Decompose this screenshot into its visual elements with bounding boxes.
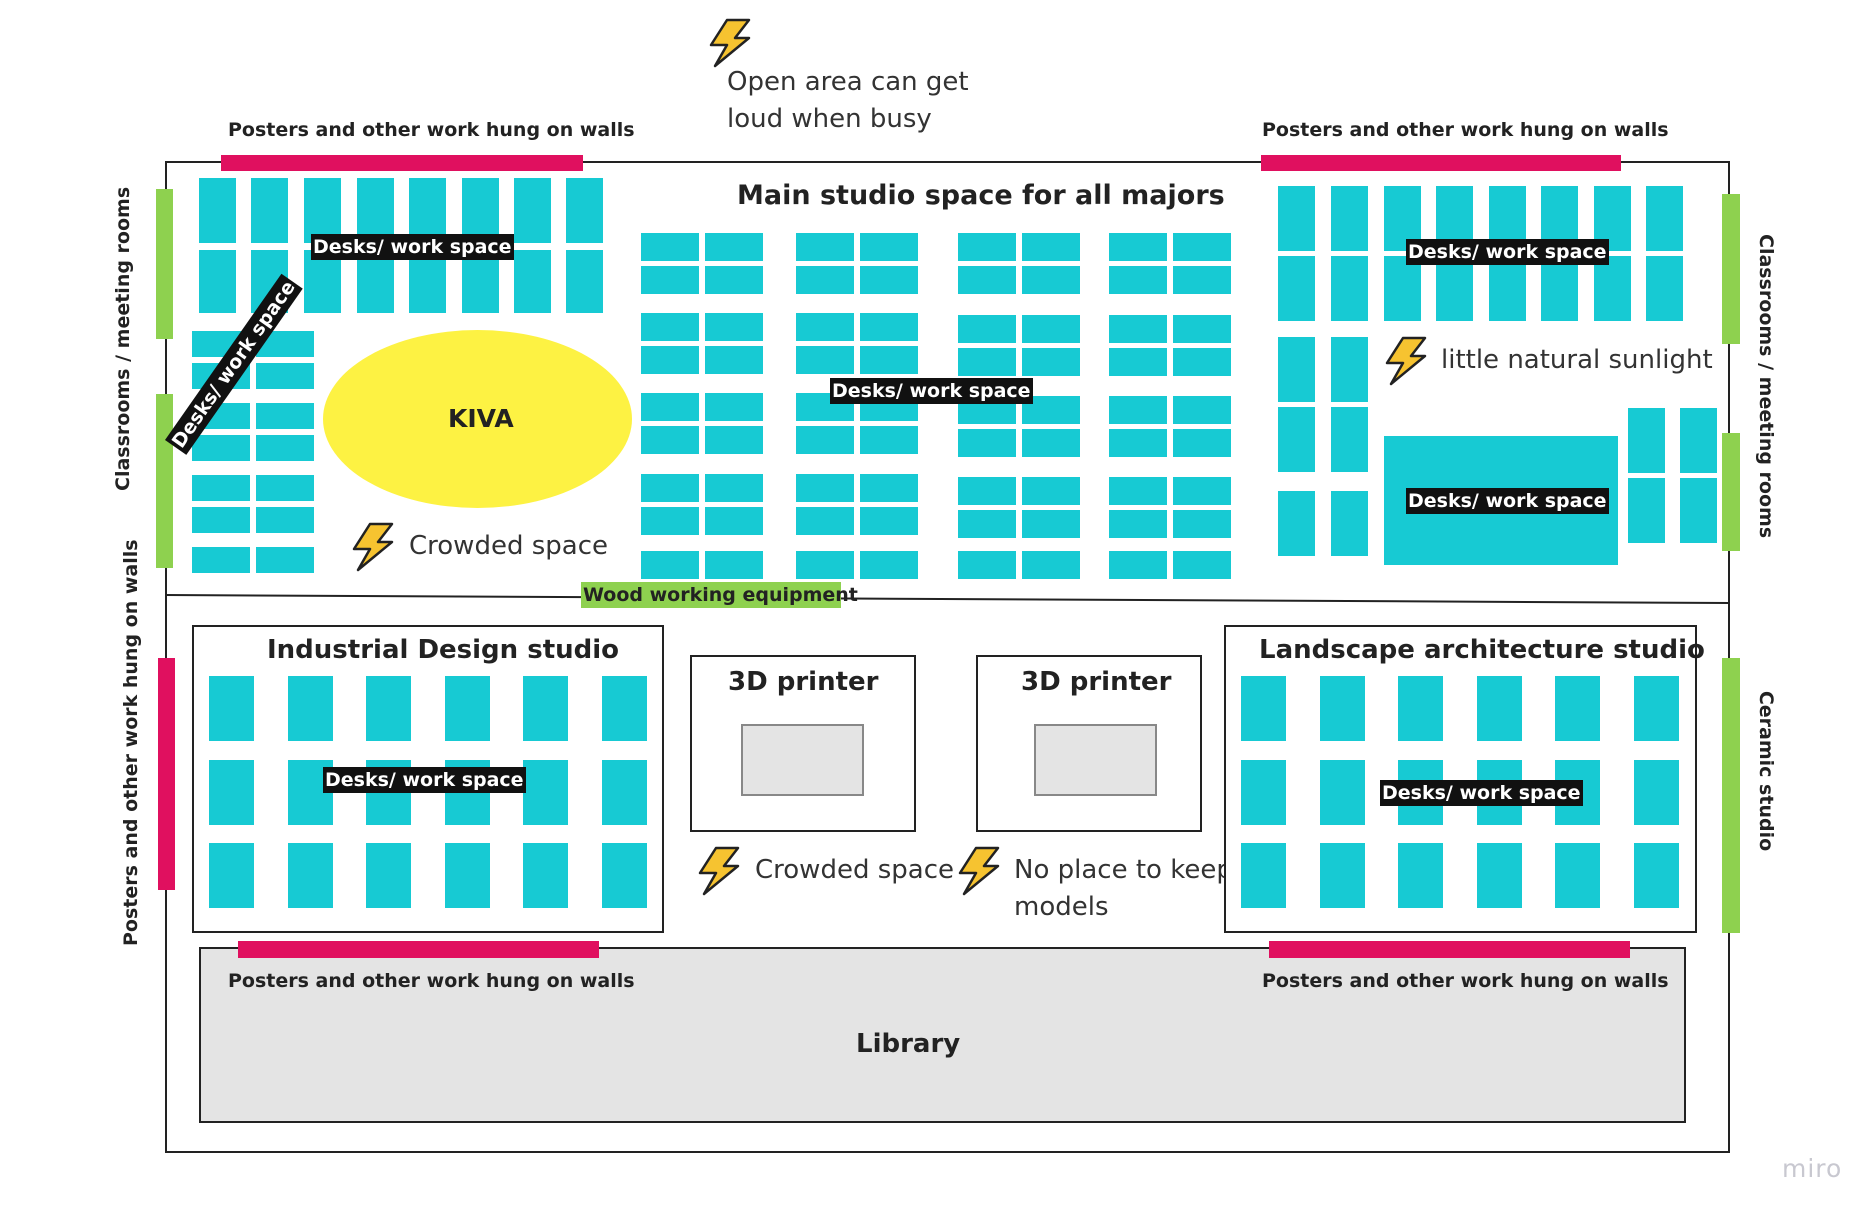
posters-label-left: Posters and other work hung on walls bbox=[120, 539, 142, 946]
zone-divider bbox=[165, 594, 1730, 604]
desks-tag-center: Desks/ work space bbox=[830, 378, 1033, 404]
posters-wall-bottom-right bbox=[1269, 941, 1630, 958]
posters-label-bottom-left: Posters and other work hung on walls bbox=[228, 970, 635, 992]
landscape-architecture-studio bbox=[1224, 625, 1697, 933]
posters-label-bottom-right: Posters and other work hung on walls bbox=[1262, 970, 1669, 992]
note-sunlight: little natural sunlight bbox=[1441, 345, 1713, 375]
library-label: Library bbox=[856, 1029, 961, 1059]
lightning-bolt-icon bbox=[709, 18, 751, 68]
desks-tag-landscape: Desks/ work space bbox=[1380, 780, 1583, 806]
desks-tag-right-table: Desks/ work space bbox=[1406, 488, 1609, 514]
classroom-wall-left-2 bbox=[156, 394, 173, 568]
posters-wall-top-right bbox=[1261, 155, 1621, 171]
ceramic-label: Ceramic studio bbox=[1755, 690, 1777, 852]
desks-tag-upper-left: Desks/ work space bbox=[311, 234, 514, 260]
miro-watermark: miro bbox=[1782, 1154, 1843, 1183]
main-studio-title: Main studio space for all majors bbox=[737, 180, 1225, 211]
wood-working-label: Wood working equipment bbox=[583, 584, 858, 606]
lightning-bolt-icon bbox=[958, 846, 1000, 896]
3d-printer-2 bbox=[1034, 724, 1157, 796]
classroom-wall-right-1 bbox=[1722, 194, 1740, 344]
posters-label-top-left: Posters and other work hung on walls bbox=[228, 119, 635, 141]
note-no-place-line1: No place to keep bbox=[1014, 855, 1233, 885]
kiva-label: KIVA bbox=[448, 404, 514, 433]
desks-tag-industrial: Desks/ work space bbox=[323, 767, 526, 793]
library bbox=[199, 947, 1686, 1123]
lightning-bolt-icon bbox=[698, 846, 740, 896]
note-crowded-upper: Crowded space bbox=[409, 531, 608, 561]
posters-label-top-right: Posters and other work hung on walls bbox=[1262, 119, 1669, 141]
posters-wall-left bbox=[158, 658, 175, 890]
note-open-area-line1: Open area can get bbox=[727, 67, 969, 97]
classrooms-label-left: Classrooms / meeting rooms bbox=[112, 186, 134, 491]
printer-2-label: 3D printer bbox=[1021, 667, 1172, 697]
classroom-wall-left-1 bbox=[156, 189, 173, 339]
note-open-area-line2: loud when busy bbox=[727, 104, 932, 134]
printer-1-label: 3D printer bbox=[728, 667, 879, 697]
lightning-bolt-icon bbox=[352, 522, 394, 572]
posters-wall-bottom-left bbox=[238, 941, 599, 958]
landscape-architecture-title: Landscape architecture studio bbox=[1259, 635, 1705, 665]
wood-working-equipment bbox=[581, 582, 841, 608]
industrial-design-title: Industrial Design studio bbox=[267, 635, 620, 665]
classroom-wall-right-2 bbox=[1722, 433, 1740, 551]
ceramic-wall bbox=[1722, 658, 1740, 933]
desks-tag-upper-right: Desks/ work space bbox=[1406, 239, 1609, 265]
note-crowded-lower: Crowded space bbox=[755, 855, 954, 885]
3d-printer-1 bbox=[741, 724, 864, 796]
note-no-place-line2: models bbox=[1014, 892, 1109, 922]
classrooms-label-right: Classrooms / meeting rooms bbox=[1755, 234, 1777, 539]
lightning-bolt-icon bbox=[1385, 336, 1427, 386]
kiva-area bbox=[323, 330, 632, 508]
posters-wall-top-left bbox=[221, 155, 583, 171]
